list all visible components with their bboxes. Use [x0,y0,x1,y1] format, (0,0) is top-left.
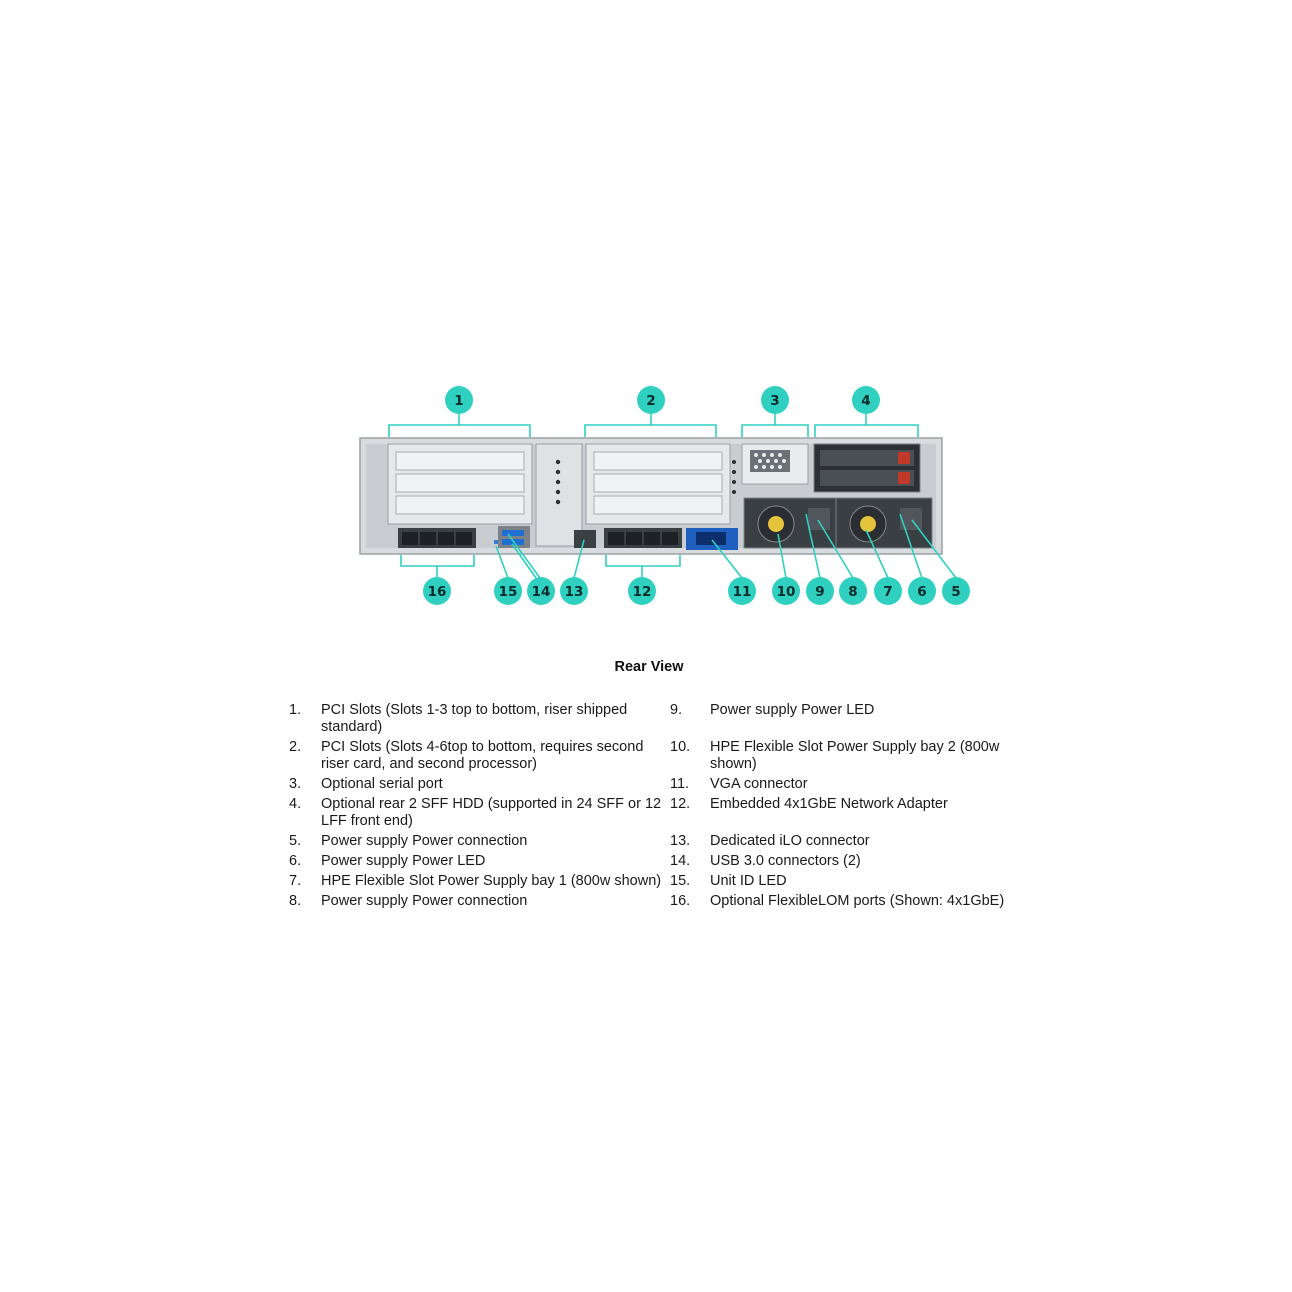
legend-num: 5. [289,833,302,849]
legend-num: 4. [289,796,302,812]
diagram-caption: Rear View [614,659,684,675]
legend-text: Power supply Power LED [321,853,486,869]
server-chassis [359,437,943,555]
callout-11: 11 [728,577,756,605]
svg-text:1: 1 [454,393,463,409]
callout-2: 2 [637,386,665,414]
legend-text: Optional serial port [321,776,443,792]
legend-num: 11. [670,776,690,792]
callout-3: 3 [761,386,789,414]
svg-text:16: 16 [428,584,447,600]
legend-text: USB 3.0 connectors (2) [710,853,861,869]
svg-text:5: 5 [951,584,960,600]
legend-text: Unit ID LED [710,873,787,889]
callout-9: 9 [806,577,834,605]
callout-markers: 1 2 3 4 5 6 7 8 9 10 11 12 13 14 15 16 [423,386,970,605]
svg-text:14: 14 [532,584,551,600]
legend-num: 8. [289,893,302,909]
legend-num: 12. [670,796,691,812]
legend-text: Power supply Power LED [710,702,875,718]
legend-num: 2. [289,739,302,755]
svg-text:3: 3 [770,393,779,409]
legend-text: PCI Slots (Slots 4-6top to bottom, requi… [321,739,644,772]
server-rear-diagram: 1 2 3 4 5 6 7 8 9 10 11 12 13 14 15 16 [359,386,970,605]
callout-4: 4 [852,386,880,414]
callout-5: 5 [942,577,970,605]
svg-text:15: 15 [499,584,518,600]
svg-text:2: 2 [646,393,655,409]
svg-text:4: 4 [861,393,870,409]
legend-num: 15. [670,873,691,889]
callout-15: 15 [494,577,522,605]
legend-num: 1. [289,702,302,718]
callout-6: 6 [908,577,936,605]
svg-text:7: 7 [883,584,892,600]
callout-16: 16 [423,577,451,605]
callout-14: 14 [527,577,555,605]
legend-text: Optional FlexibleLOM ports (Shown: 4x1Gb… [710,893,1005,909]
legend-text: Power supply Power connection [321,893,528,909]
legend-text: Optional rear 2 SFF HDD (supported in 24… [321,796,662,829]
legend-num: 6. [289,853,302,869]
legend-text: PCI Slots (Slots 1-3 top to bottom, rise… [321,702,628,735]
legend-num: 13. [670,833,691,849]
callout-7: 7 [874,577,902,605]
callout-8: 8 [839,577,867,605]
callout-13: 13 [560,577,588,605]
svg-text:8: 8 [848,584,857,600]
svg-text:13: 13 [565,584,584,600]
legend-text: VGA connector [710,776,808,792]
legend-num: 3. [289,776,302,792]
svg-text:12: 12 [633,584,652,600]
callout-leaders [388,412,957,579]
legend-num: 16. [670,893,691,909]
svg-text:11: 11 [733,584,752,600]
legend-num: 9. [670,702,683,718]
callout-1: 1 [445,386,473,414]
callout-12: 12 [628,577,656,605]
legend-text: Dedicated iLO connector [710,833,870,849]
legend-num: 10. [670,739,691,755]
legend-num: 7. [289,873,302,889]
callout-10: 10 [772,577,800,605]
legend-text: Power supply Power connection [321,833,528,849]
legend-text: HPE Flexible Slot Power Supply bay 1 (80… [321,873,662,889]
legend-text: Embedded 4x1GbE Network Adapter [710,796,948,812]
legend-num: 14. [670,853,691,869]
svg-text:6: 6 [917,584,926,600]
svg-text:10: 10 [777,584,796,600]
legend-text: HPE Flexible Slot Power Supply bay 2 (80… [710,739,1000,772]
svg-text:9: 9 [815,584,824,600]
